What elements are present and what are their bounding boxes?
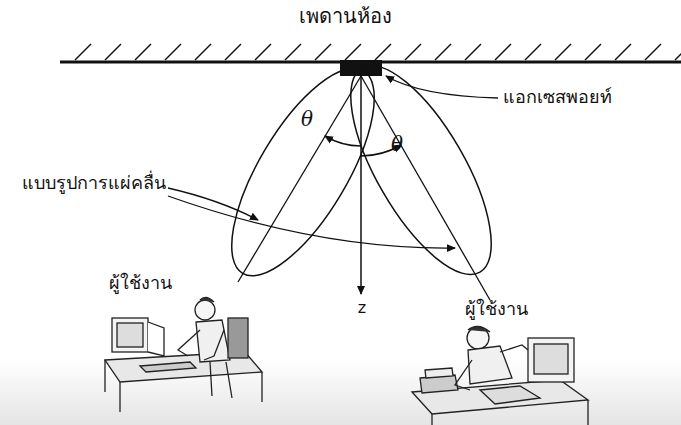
ceiling-label: เพดานห้อง (299, 4, 392, 28)
hatch-stroke (615, 44, 631, 60)
hatch-stroke (315, 44, 331, 60)
hatch-stroke (195, 44, 211, 60)
beam-axis (238, 76, 361, 282)
hatch-stroke (345, 44, 361, 60)
hatch-stroke (555, 44, 571, 60)
hatch-stroke (165, 44, 181, 60)
axis-label: z (358, 298, 366, 317)
hatch-stroke (435, 44, 451, 60)
hatch-stroke (135, 44, 151, 60)
hatch-stroke (525, 44, 541, 60)
leader-line (168, 188, 258, 220)
ceiling-hatching (75, 44, 681, 60)
hatch-stroke (405, 44, 421, 60)
hatch-stroke (105, 44, 121, 60)
leader-line (168, 196, 455, 248)
pattern-label: แบบรูปการแผ่คลื่น (22, 172, 166, 194)
hatch-stroke (225, 44, 241, 60)
hatch-stroke (285, 44, 301, 60)
access-point-label: แอกเซสพอยท์ (503, 86, 612, 108)
hatch-stroke (585, 44, 601, 60)
floor-shade (0, 360, 681, 425)
beam-axis (361, 76, 490, 300)
beam-lobe (324, 46, 518, 294)
user-label: ผู้ใช้งาน (109, 272, 172, 294)
hatch-stroke (375, 44, 391, 60)
hatch-stroke (255, 44, 271, 60)
hatch-stroke (75, 44, 91, 60)
user-figure (412, 326, 588, 425)
hatch-stroke (675, 44, 681, 60)
hatch-stroke (495, 44, 511, 60)
z-axis (360, 76, 362, 294)
user-figure (105, 297, 262, 412)
user-label: ผู้ใช้งาน (465, 298, 528, 320)
angle-arc (325, 136, 361, 146)
angle-label: θ (301, 107, 313, 131)
hatch-stroke (465, 44, 481, 60)
hatch-stroke (645, 44, 661, 60)
leader-line (386, 76, 498, 98)
angle-label: θ (391, 132, 403, 156)
